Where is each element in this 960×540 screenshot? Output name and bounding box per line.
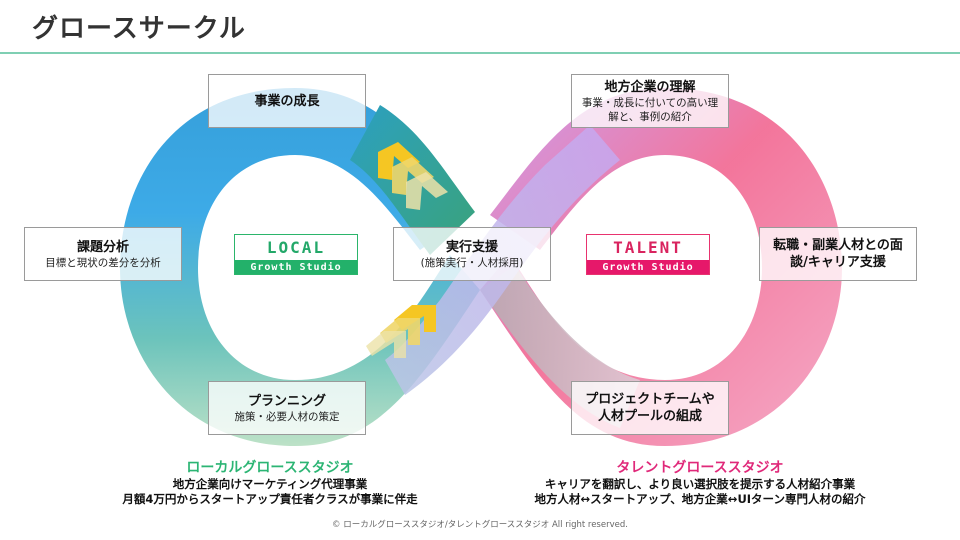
copyright-footer: © ローカルグローススタジオ/タレントグローススタジオ All right re…	[332, 520, 628, 530]
local-caption-line-2: 月額4万円からスタートアップ責任者クラスが事業に伴走	[122, 492, 418, 506]
step-description: 事業・成長に付いての高い理解と、事例の紹介	[581, 96, 719, 123]
step-heading: プロジェクトチームや人材プールの組成	[585, 392, 715, 424]
page-title: グロースサークル	[32, 14, 246, 44]
local-caption-line-1: 地方企業向けマーケティング代理事業	[172, 477, 368, 491]
chevrons-bottom-icon	[366, 305, 436, 358]
chevrons-top-icon	[378, 142, 448, 210]
logo-subtitle: Growth Studio	[587, 260, 709, 274]
step-heading: 転職・副業人材との面談/キャリア支援	[773, 238, 903, 270]
step-heading: 地方企業の理解	[604, 79, 696, 95]
talent-growth-studio-logo: TALENT Growth Studio	[586, 234, 710, 275]
local-growth-studio-logo: LOCAL Growth Studio	[234, 234, 358, 275]
talent-caption: タレントグローススタジオ キャリアを翻訳し、より良い選択肢を提示する人材紹介事業…	[480, 459, 920, 507]
talent-studio-name: タレントグローススタジオ	[616, 460, 784, 476]
local-studio-name: ローカルグローススタジオ	[186, 460, 354, 476]
local-caption: ローカルグローススタジオ 地方企業向けマーケティング代理事業 月額4万円からスタ…	[60, 459, 480, 507]
step-issue-analysis: 課題分析 目標と現状の差分を分析	[24, 227, 182, 281]
talent-caption-line-1: キャリアを翻訳し、より良い選択肢を提示する人材紹介事業	[544, 477, 856, 491]
step-heading: 実行支援	[445, 239, 498, 255]
logo-subtitle: Growth Studio	[235, 260, 357, 274]
step-heading: プランニング	[247, 393, 326, 409]
step-heading: 課題分析	[76, 239, 129, 255]
step-team-building: プロジェクトチームや人材プールの組成	[571, 381, 729, 435]
talent-caption-line-2: 地方人材↔スタートアップ、地方企業↔UIターン専門人材の紹介	[534, 492, 866, 506]
step-execution-support: 実行支援 (施策実行・人材採用)	[393, 227, 551, 281]
step-career-support: 転職・副業人材との面談/キャリア支援	[759, 227, 917, 281]
step-planning: プランニング 施策・必要人材の策定	[208, 381, 366, 435]
step-understanding: 地方企業の理解 事業・成長に付いての高い理解と、事例の紹介	[571, 74, 729, 128]
step-description: 施策・必要人材の策定	[234, 410, 340, 423]
step-description: (施策実行・人材採用)	[420, 256, 524, 269]
logo-word: TALENT	[613, 238, 683, 257]
title-divider	[0, 52, 960, 54]
logo-word: LOCAL	[266, 238, 326, 257]
step-business-growth: 事業の成長	[208, 74, 366, 128]
step-heading: 事業の成長	[254, 93, 320, 109]
step-description: 目標と現状の差分を分析	[45, 256, 161, 269]
